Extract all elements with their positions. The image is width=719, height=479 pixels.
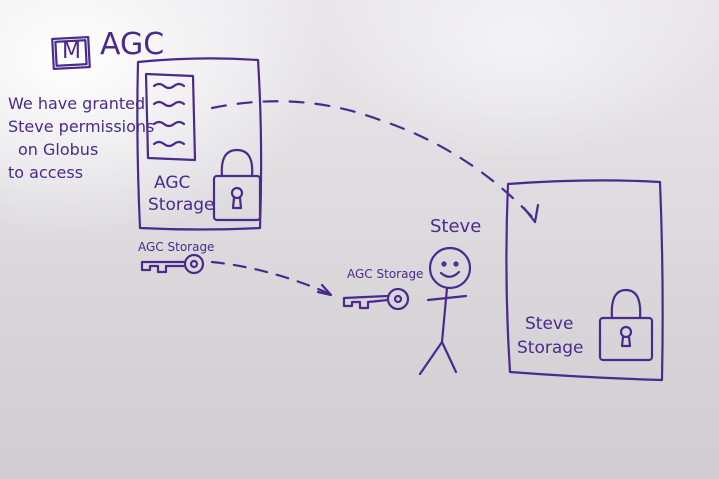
person-label: Steve <box>430 216 482 237</box>
key-label-right: AGC Storage <box>347 267 424 281</box>
permission-note: We have granted Steve permissions on Glo… <box>8 92 158 184</box>
page-title: AGC <box>100 27 165 62</box>
agc-storage-box <box>136 57 263 231</box>
steve-storage-label: Steve Storage <box>517 314 584 358</box>
stick-figure <box>418 246 472 376</box>
dashed-arrow-to-steve-key <box>210 260 332 296</box>
agc-storage-label: AGC Storage <box>148 173 215 215</box>
steve-storage-box <box>505 179 664 382</box>
note-line: Steve permissions <box>8 117 155 136</box>
note-line: on Globus <box>18 140 99 159</box>
m-logo-icon <box>51 35 91 71</box>
key-icon <box>342 287 410 311</box>
note-line: to access <box>8 163 84 182</box>
dashed-arrow-to-steve-storage <box>210 100 537 222</box>
note-line: We have granted <box>8 94 146 113</box>
lock-icon <box>598 288 654 362</box>
m-logo-letter: M <box>62 39 81 64</box>
key-label-left: AGC Storage <box>138 240 215 254</box>
key-icon <box>140 253 205 275</box>
lock-icon <box>212 148 262 222</box>
document-icon <box>144 72 197 162</box>
